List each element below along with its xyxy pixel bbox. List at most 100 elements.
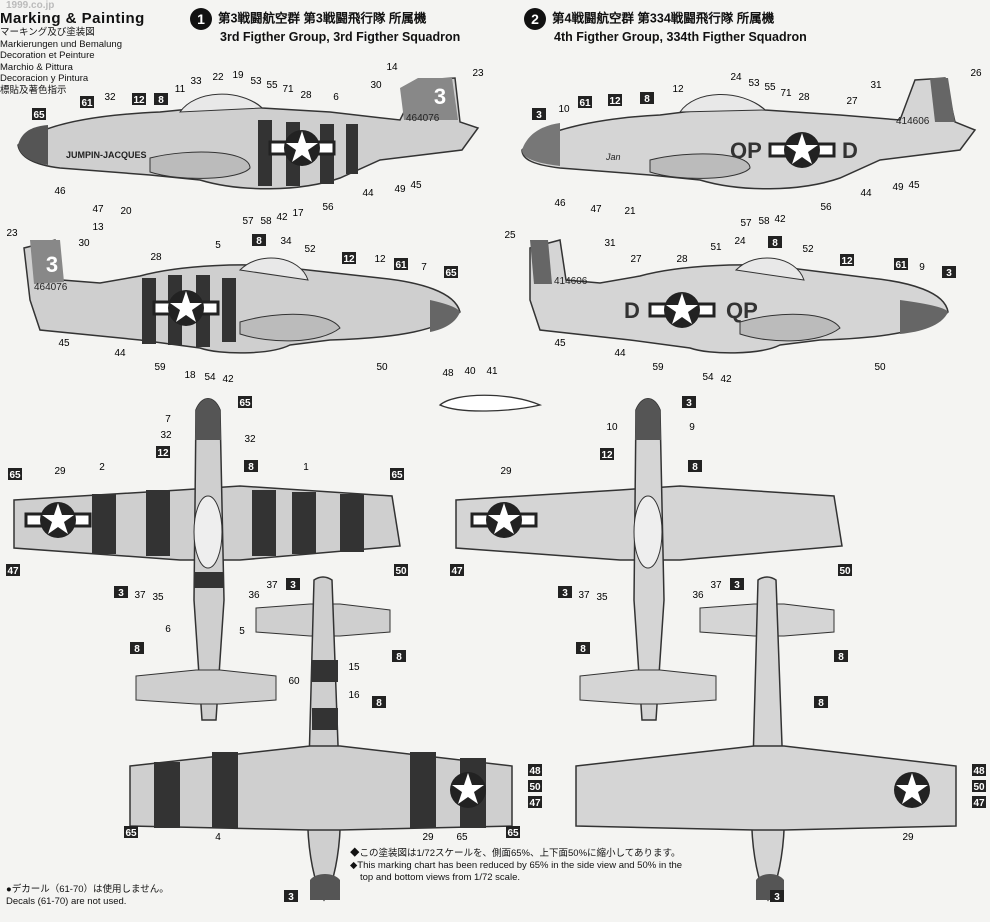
callout: 24 — [730, 72, 742, 83]
callouts-side-right: 23 13 30 5 28 34 52 12 7 45 44 59 18 54 … — [6, 222, 925, 385]
callout: 47 — [590, 204, 602, 215]
svg-text:3: 3 — [562, 588, 568, 599]
legend-line: マーキング及び塗装図 — [0, 27, 95, 38]
scale-note-jp: ◆この塗装図は1/72スケールを、側面65%、上下面50%に縮小してあります。 — [350, 848, 681, 859]
svg-text:12: 12 — [841, 256, 853, 267]
svg-text:8: 8 — [818, 698, 824, 709]
callout: 47 — [92, 204, 104, 215]
callout: 27 — [846, 96, 858, 107]
callout: 30 — [370, 80, 382, 91]
svg-text:50: 50 — [973, 782, 985, 793]
svg-text:65: 65 — [33, 110, 45, 121]
callout: 30 — [78, 238, 90, 249]
callout: 65 — [456, 832, 468, 843]
callout: 44 — [614, 348, 626, 359]
svg-text:8: 8 — [256, 236, 262, 247]
callout: 60 — [288, 676, 300, 687]
legend-block: Marking & Painting マーキング及び塗装図 Markierung… — [0, 6, 170, 97]
callout: 31 — [870, 80, 882, 91]
svg-text:8: 8 — [838, 652, 844, 663]
callout: 14 — [386, 62, 398, 73]
callout: 2 — [99, 462, 105, 473]
callout: 19 — [232, 70, 244, 81]
callout: 36 — [248, 590, 260, 601]
svg-text:8: 8 — [158, 95, 164, 106]
callout: 5 — [239, 626, 245, 637]
callout: 32 — [244, 434, 256, 445]
callout: 35 — [152, 592, 164, 603]
callout: 41 — [486, 366, 498, 377]
callout: 50 — [376, 362, 388, 373]
callout: 26 — [970, 68, 982, 79]
scheme2-top-view — [455, 398, 843, 721]
svg-text:8: 8 — [134, 644, 140, 655]
callout: 56 — [820, 202, 832, 213]
scheme2-code-right: D — [842, 138, 858, 163]
callout: 54 — [204, 372, 216, 383]
scheme1-badge: 1 — [190, 8, 212, 30]
svg-text:50: 50 — [839, 566, 851, 577]
scheme1-top-view — [13, 398, 401, 721]
scheme2-side-right: 414606 D QP — [529, 239, 949, 354]
callout: 29 — [500, 466, 512, 477]
callout: 37 — [134, 590, 146, 601]
callout: 16 — [348, 690, 360, 701]
callouts-s2: 24 53 55 71 28 27 31 26 12 10 46 47 21 5… — [554, 68, 982, 229]
callout: 44 — [114, 348, 126, 359]
scale-note: ◆この塗装図は1/72スケールを、側面65%、上下面50%に縮小してあります。 … — [350, 848, 730, 884]
svg-text:3: 3 — [288, 892, 294, 903]
callout: 45 — [58, 338, 70, 349]
callout: 28 — [676, 254, 688, 265]
callout: 32 — [160, 430, 172, 441]
svg-text:8: 8 — [580, 644, 586, 655]
callout: 7 — [421, 262, 427, 273]
callout: 46 — [554, 198, 566, 209]
svg-text:12: 12 — [601, 450, 613, 461]
callout: 57 — [242, 216, 254, 227]
svg-text:8: 8 — [644, 94, 650, 105]
callout: 11 — [175, 84, 186, 95]
svg-text:50: 50 — [395, 566, 407, 577]
scheme2-title-en: 4th Figther Group, 334th Figther Squadro… — [554, 30, 807, 44]
svg-text:3: 3 — [774, 892, 780, 903]
legend-line: Decoration et Peinture — [0, 50, 95, 62]
scheme2-serial: 414606 — [896, 116, 930, 127]
callout: 42 — [276, 212, 288, 223]
svg-text:61: 61 — [895, 260, 907, 271]
callout: 31 — [604, 238, 616, 249]
callout: 9 — [689, 422, 695, 433]
scheme2-code-d: D — [624, 298, 640, 323]
callout: 29 — [902, 832, 914, 843]
callouts-plan: 7 32 32 2 1 29 37 35 36 37 6 5 10 9 29 3… — [54, 414, 914, 843]
svg-text:47: 47 — [529, 798, 541, 809]
scheme1-side-right: 3 464076 — [23, 239, 461, 354]
callout: 4 — [215, 832, 221, 843]
callout: 13 — [92, 222, 104, 233]
callout: 44 — [362, 188, 374, 199]
callout: 37 — [578, 590, 590, 601]
callout: 28 — [798, 92, 810, 103]
callout: 9 — [919, 262, 925, 273]
scheme2-badge: 2 — [524, 8, 546, 30]
svg-text:12: 12 — [609, 96, 621, 107]
callout: 52 — [802, 244, 814, 255]
callout: 54 — [702, 372, 714, 383]
callout: 42 — [222, 374, 234, 385]
callout: 58 — [758, 216, 770, 227]
callout: 42 — [774, 214, 786, 225]
svg-text:8: 8 — [376, 698, 382, 709]
scheme1-code: 3 — [434, 84, 446, 109]
callout: 45 — [410, 180, 422, 191]
watermark: 1999.co.jp — [6, 0, 55, 11]
legend-line: Markierungen und Bemalung — [0, 38, 122, 50]
scheme2-nose-name: Jan — [605, 152, 621, 162]
callout: 7 — [165, 414, 171, 425]
canopy-part — [438, 394, 543, 412]
decal-note-en: Decals (61-70) are not used. — [6, 896, 127, 907]
callout: 21 — [624, 206, 636, 217]
svg-text:65: 65 — [445, 268, 457, 279]
scale-note-en1: ◆This marking chart has been reduced by … — [350, 860, 683, 871]
